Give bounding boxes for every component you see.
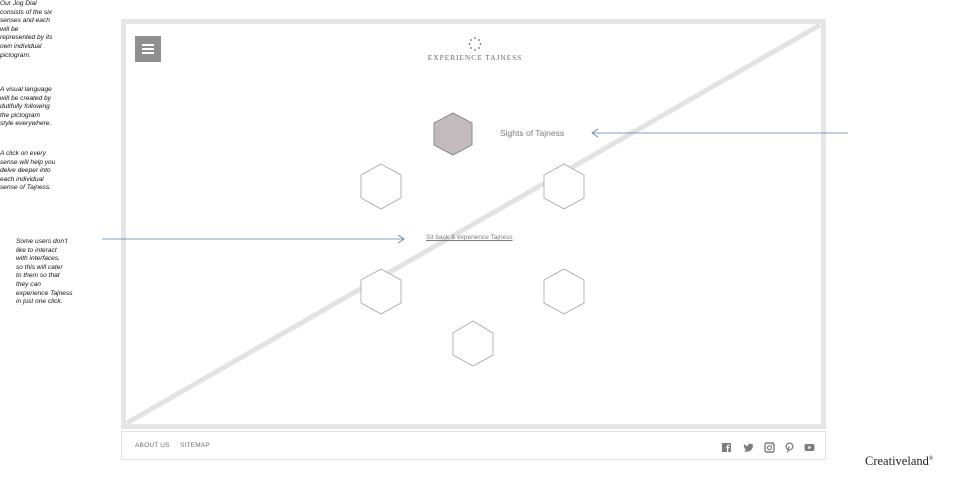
registered-mark: ® bbox=[928, 455, 934, 462]
hex-sense-4[interactable] bbox=[360, 268, 402, 315]
site-logo[interactable]: EXPERIENCE TAJNESS bbox=[400, 36, 550, 66]
menu-button[interactable] bbox=[135, 36, 161, 62]
footer-link-sitemap[interactable]: SITEMAP bbox=[180, 442, 210, 449]
placeholder-diagonal bbox=[125, 22, 822, 426]
hex-sense-5[interactable] bbox=[543, 268, 585, 315]
experience-link[interactable]: Sit back & experience Tajness bbox=[426, 234, 513, 241]
annotation-right-2: A visual language will be created by dut… bbox=[0, 86, 52, 128]
active-sense-label: Sights of Tajness bbox=[500, 128, 565, 138]
annotation-right-1: Our Jog Dial consists of the six senses … bbox=[0, 0, 53, 59]
footer bbox=[121, 431, 826, 460]
jog-dial bbox=[360, 112, 585, 367]
hex-sense-2[interactable] bbox=[360, 163, 402, 210]
hex-sights[interactable] bbox=[433, 112, 473, 156]
youtube-icon[interactable] bbox=[804, 442, 815, 453]
instagram-icon[interactable] bbox=[764, 442, 775, 453]
logo-dots-icon bbox=[468, 37, 482, 51]
twitter-icon[interactable] bbox=[743, 442, 754, 453]
facebook-icon[interactable] bbox=[721, 442, 732, 453]
pinterest-icon[interactable] bbox=[784, 442, 795, 453]
brand-wordmark: Creativeland® bbox=[865, 454, 933, 469]
annotation-left: Some users don’t like to interact with i… bbox=[16, 238, 73, 306]
hex-sense-6[interactable] bbox=[452, 320, 494, 367]
brand-name: Creativeland bbox=[865, 454, 929, 468]
logo-text: EXPERIENCE TAJNESS bbox=[427, 53, 523, 62]
footer-link-about[interactable]: ABOUT US bbox=[135, 442, 170, 449]
hex-sense-3[interactable] bbox=[543, 163, 585, 210]
annotation-right-3: A click on every sense will help you del… bbox=[0, 150, 56, 192]
hamburger-icon bbox=[142, 44, 154, 46]
